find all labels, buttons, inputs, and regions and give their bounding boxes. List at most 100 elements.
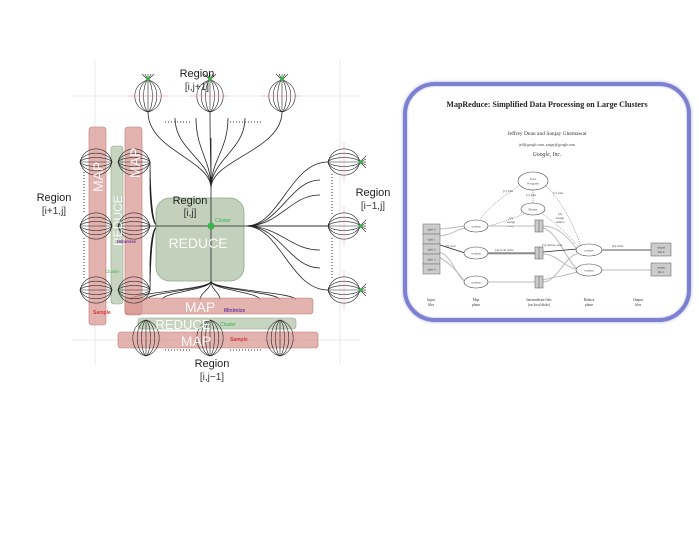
assign-reduce-label-2: assign: [556, 216, 565, 220]
left-cluster-annotation: Cluster: [105, 269, 120, 274]
right-connection: [245, 225, 321, 251]
fork-mid-label: (1) fork: [526, 193, 537, 197]
bottom-map-inner-label: MAP: [185, 299, 215, 315]
node-left-inner-1: [117, 142, 151, 182]
phase-map-2: phase: [472, 303, 481, 307]
map-worker-2-label: worker: [471, 252, 481, 256]
left-reduce-label: REDUCE: [111, 195, 125, 246]
connections-right: [245, 161, 329, 291]
fork-right-label: (1) fork: [553, 191, 564, 195]
assign-map-label-2: assign: [507, 220, 516, 224]
node-bottom-1: [126, 319, 166, 357]
phase-input-1: Input: [427, 298, 435, 302]
assign-map-label-1: (2): [509, 216, 513, 220]
bottom-connection: [145, 280, 212, 301]
right-connection: [245, 179, 321, 227]
output-file-0: [650, 242, 672, 257]
node-right-2: [327, 206, 367, 246]
right-connection: [245, 225, 329, 291]
bottom-reduce-label: REDUCE: [156, 317, 211, 332]
write-label: (6) write: [612, 244, 624, 248]
user-program-label-2: Program: [527, 182, 539, 186]
bottom-cluster-annotation: Cluster: [220, 322, 236, 328]
region-top-index: [i,j+1]: [185, 82, 209, 93]
input-splits: [422, 223, 441, 275]
top-connection: [147, 111, 212, 189]
split-3-label: split 3: [427, 258, 436, 262]
node-left-outer-3: [79, 270, 113, 310]
paper-emails: jeff@google.com, sanjay@google.com: [518, 143, 576, 147]
bottom-map-outer-label: MAP: [181, 333, 211, 349]
split-0-label: split 0: [427, 228, 436, 232]
intermediate-files: [534, 219, 544, 289]
node-right-3: [327, 270, 367, 310]
bottom-sample-annotation: Sample: [230, 337, 248, 343]
region-left-label: Region: [37, 192, 72, 204]
center-cluster-point: [207, 222, 215, 230]
node-bundles: [79, 73, 367, 357]
phase-output-1: Output: [633, 298, 643, 302]
top-connection: [210, 111, 283, 189]
bottom-connection: [210, 280, 297, 301]
map-worker-1-label: worker: [471, 225, 481, 229]
mapreduce-execution-figure: User Program Master (1) fork (1) fork (1…: [422, 171, 672, 307]
phase-map-1: Map: [473, 298, 480, 302]
output-file-1-label-2: file 1: [658, 270, 665, 274]
node-left-outer-2: [79, 206, 113, 246]
active-flow-lines: [436, 243, 651, 254]
remote-read-label: (5) remote read: [542, 243, 563, 247]
master-label: Master: [528, 208, 538, 212]
ellipsis-separators: [83, 121, 333, 351]
connections-bottom: [129, 280, 297, 301]
phase-intermediate-1: Intermediate files: [526, 298, 552, 302]
bottom-minimize-annotation: Minimize: [224, 308, 245, 314]
output-file-1-label-1: output: [657, 266, 666, 270]
reduce-worker-1-label: worker: [584, 249, 594, 253]
left-map-outer-label: MAP: [90, 162, 106, 192]
node-top-3: [262, 73, 302, 113]
split-4-label: split 4: [427, 268, 436, 272]
top-connection: [210, 117, 229, 189]
right-connection: [245, 225, 321, 269]
node-bottom-2: [190, 319, 230, 357]
region-right-label: Region: [356, 187, 391, 199]
map-worker-3-label: worker: [471, 281, 481, 285]
center-reduce-block: [155, 197, 245, 282]
assign-reduce-label-1: (2): [558, 212, 562, 216]
region-left-index: [i+1,j]: [42, 206, 66, 217]
node-left-outer-1: [79, 142, 113, 182]
right-connection: [245, 194, 321, 227]
local-write-label: (4) local write: [495, 248, 514, 252]
node-top-1: [128, 73, 168, 113]
right-connection: [245, 161, 329, 227]
top-connection: [210, 117, 246, 189]
bottom-connection: [210, 280, 281, 301]
read-label: (3) read: [445, 244, 456, 248]
phase-reduce-1: Reduce: [584, 298, 595, 302]
node-top-2: [190, 73, 230, 113]
center-reduce-label: REDUCE: [168, 235, 227, 251]
map-worker-1: [463, 219, 489, 233]
region-bottom-index: [i,j−1]: [200, 372, 224, 383]
reduce-worker-2-label: worker: [584, 269, 594, 273]
reduce-worker-1: [575, 243, 603, 257]
phase-input-2: files: [428, 303, 435, 307]
node-right-1: [327, 142, 367, 182]
node-left-inner-2: [117, 206, 151, 246]
bottom-map-inner-bar: [124, 297, 314, 315]
map-worker-2: [463, 246, 489, 260]
node-bottom-3: [260, 319, 300, 357]
phase-intermediate-2: (on local disks): [528, 303, 551, 307]
paper-authors: Jeffrey Dean and Sanjay Ghemawat: [507, 131, 587, 137]
top-connection: [174, 117, 212, 189]
user-program-label-1: User: [530, 177, 537, 181]
region-center-index: [i,j]: [184, 208, 197, 219]
map-worker-3: [463, 275, 489, 289]
left-map-inner-bar: [124, 126, 143, 316]
region-right-index: [i−1,j]: [361, 201, 385, 212]
left-map-inner-label: MAP: [127, 148, 143, 178]
region-bottom-label: Region: [195, 358, 230, 370]
fork-left-label: (1) fork: [503, 189, 514, 193]
connections-top: [147, 111, 283, 189]
